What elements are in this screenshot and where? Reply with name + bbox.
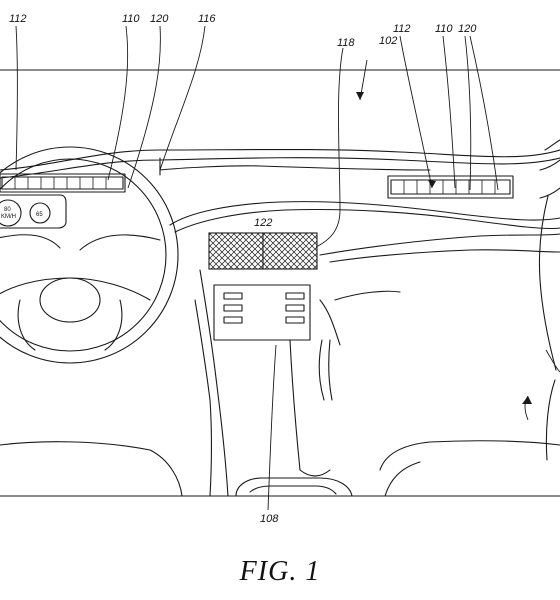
figure-caption: FIG. 1 (239, 556, 321, 587)
label-122: 122 (254, 217, 272, 229)
speed-gauge-value: 80 (4, 207, 11, 213)
label-116: 116 (198, 13, 216, 25)
dashboard-contour (0, 139, 560, 199)
label-112-left: 112 (9, 13, 27, 25)
left-light-strip (0, 173, 126, 193)
label-108: 108 (260, 513, 279, 525)
center-console-panel (213, 284, 311, 341)
label-112-right: 112 (393, 23, 411, 35)
label-102: 102 (379, 35, 397, 47)
label-118: 118 (337, 37, 355, 49)
center-tunnel (194, 269, 333, 497)
label-110-right: 110 (435, 23, 453, 35)
label-110-left: 110 (122, 13, 140, 25)
center-display (208, 232, 318, 270)
steering-wheel (0, 146, 179, 364)
right-light-strip (387, 175, 514, 199)
door-contours (538, 195, 557, 461)
windshield-frame (0, 69, 560, 497)
label-120-right: 120 (458, 23, 477, 35)
arrowheads (356, 92, 532, 404)
leader-lines (15, 25, 560, 511)
instrument-cluster: 80 KM/H 65 (0, 194, 67, 229)
speed-gauge-unit: KM/H (1, 214, 16, 220)
secondary-gauge-value: 65 (36, 212, 43, 218)
secondary-gauge (29, 202, 51, 224)
label-120-left: 120 (150, 13, 169, 25)
seats (0, 440, 560, 497)
speed-gauge (0, 199, 22, 227)
dash-lower-contours (169, 201, 560, 346)
